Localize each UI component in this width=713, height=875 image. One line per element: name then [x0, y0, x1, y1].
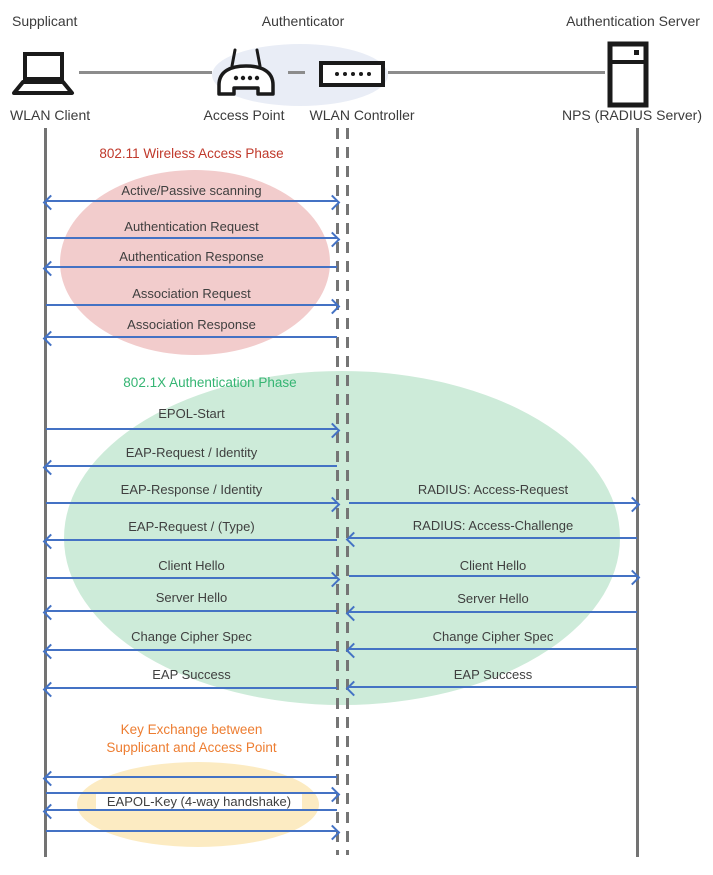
msg-label-auth-request: Authentication Request	[124, 219, 259, 234]
arrow-eap-success-left-segment-left	[46, 687, 337, 689]
msg-label-eap-request-identity: EAP-Request / Identity	[125, 445, 258, 460]
arrow-change-cipher-right-segment-left	[349, 648, 637, 650]
arrow-eap-request-identity-left	[46, 465, 337, 467]
device-label-nps-radius: NPS (RADIUS Server)	[561, 107, 703, 123]
msg-label-server-hello-left: Server Hello	[155, 590, 228, 605]
arrow-handshake-2-right	[46, 792, 337, 794]
arrow-eap-request-type-left	[46, 539, 337, 541]
lifeline-authenticator-dashed-2	[346, 128, 349, 855]
connector-client-ap	[79, 71, 212, 74]
laptop-icon	[12, 52, 74, 95]
arrow-auth-response-left	[46, 266, 337, 268]
arrow-epol-start-right	[46, 428, 337, 430]
msg-label-auth-response: Authentication Response	[119, 249, 264, 264]
phase3-title-line2: Supplicant and Access Point	[106, 740, 277, 755]
connector-wlc-server	[388, 71, 605, 74]
role-title-authenticator: Authenticator	[261, 13, 345, 29]
arrow-handshake-1-left	[46, 776, 337, 778]
arrow-server-hello-left-segment-left	[46, 610, 337, 612]
msg-label-scanning: Active/Passive scanning	[121, 183, 262, 198]
arrow-client-hello-right-segment-right	[349, 575, 637, 577]
msg-label-change-cipher-left: Change Cipher Spec	[131, 629, 252, 644]
arrow-radius-access-request-right	[349, 502, 637, 504]
access-point-icon	[217, 48, 275, 96]
device-label-access-point: Access Point	[203, 107, 285, 123]
msg-label-server-hello-right: Server Hello	[457, 591, 529, 606]
arrow-radius-access-challenge-left	[349, 537, 637, 539]
lifeline-auth-server	[636, 128, 639, 857]
arrow-server-hello-right-segment-left	[349, 611, 637, 613]
arrow-client-hello-left-segment-right	[46, 577, 337, 579]
msg-label-change-cipher-right: Change Cipher Spec	[432, 629, 554, 644]
msg-label-assoc-response: Association Response	[127, 317, 256, 332]
msg-label-radius-access-challenge: RADIUS: Access-Challenge	[412, 518, 574, 533]
msg-label-assoc-request: Association Request	[132, 286, 251, 301]
msg-label-eap-success-right: EAP Success	[453, 667, 533, 682]
msg-label-client-hello-left: Client Hello	[158, 558, 225, 573]
device-label-wlan-client: WLAN Client	[10, 107, 91, 123]
connector-ap-wlc	[288, 71, 305, 74]
lifeline-supplicant	[44, 128, 47, 857]
msg-label-radius-access-request: RADIUS: Access-Request	[417, 482, 569, 497]
role-title-auth-server: Authentication Server	[566, 13, 700, 29]
arrow-assoc-response-left	[46, 336, 337, 338]
msg-label-epol-start: EPOL-Start	[158, 406, 225, 421]
phase3-title-line1: Key Exchange between	[120, 722, 263, 737]
arrow-auth-request-right	[46, 237, 337, 239]
radius-server-icon	[607, 41, 649, 108]
msg-label-eapol-key: EAPOL-Key (4-way handshake)	[96, 792, 302, 811]
msg-label-eap-response-identity: EAP-Response / Identity	[120, 482, 263, 497]
arrow-handshake-3-left	[46, 809, 337, 811]
arrow-assoc-request-right	[46, 304, 337, 306]
lifeline-authenticator-dashed-1	[336, 128, 339, 855]
msg-label-eap-success-left: EAP Success	[152, 667, 231, 682]
arrow-change-cipher-left-segment-left	[46, 649, 337, 651]
wlan-controller-icon	[319, 61, 385, 87]
arrow-scanning-bidirectional	[46, 200, 337, 202]
msg-label-eap-request-type: EAP-Request / (Type)	[128, 519, 255, 534]
arrow-eap-success-right-segment-left	[349, 686, 637, 688]
phase2-title: 802.1X Authentication Phase	[123, 375, 297, 390]
phase1-title: 802.11 Wireless Access Phase	[99, 146, 284, 161]
arrow-handshake-4-right	[46, 830, 337, 832]
msg-label-client-hello-right: Client Hello	[459, 558, 527, 573]
device-label-wlan-controller: WLAN Controller	[309, 107, 415, 123]
role-title-supplicant: Supplicant	[12, 13, 78, 29]
arrow-eap-response-identity-right	[46, 502, 337, 504]
